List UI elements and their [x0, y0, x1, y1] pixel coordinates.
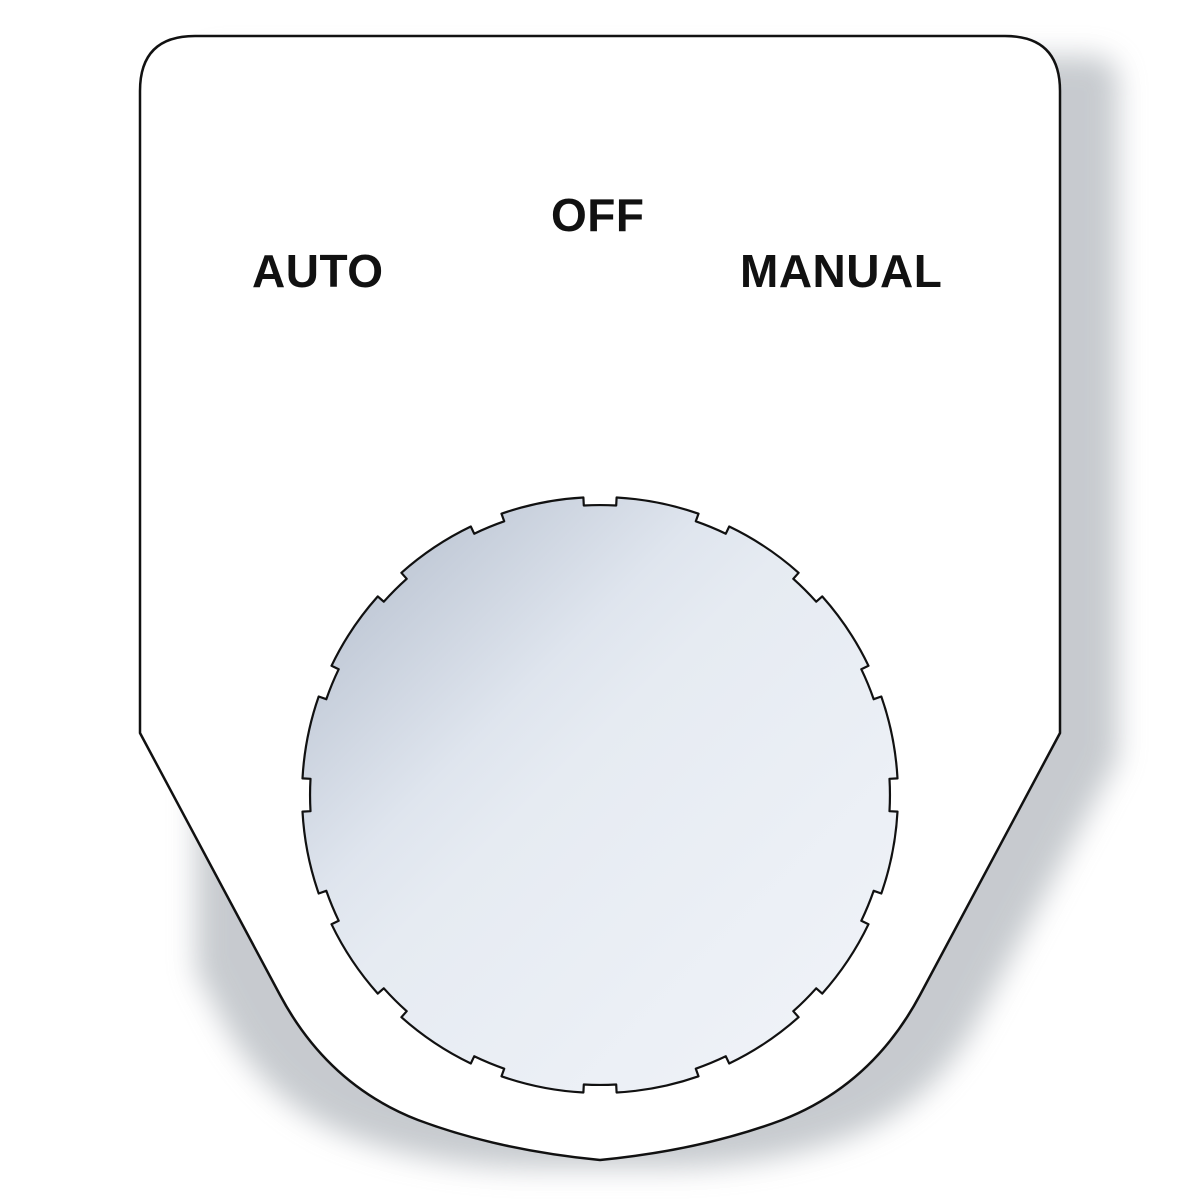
- position-label-manual: MANUAL: [740, 245, 943, 297]
- pushbutton-cutout: [301, 496, 899, 1094]
- position-label-off: OFF: [551, 189, 645, 241]
- position-label-auto: AUTO: [252, 245, 384, 297]
